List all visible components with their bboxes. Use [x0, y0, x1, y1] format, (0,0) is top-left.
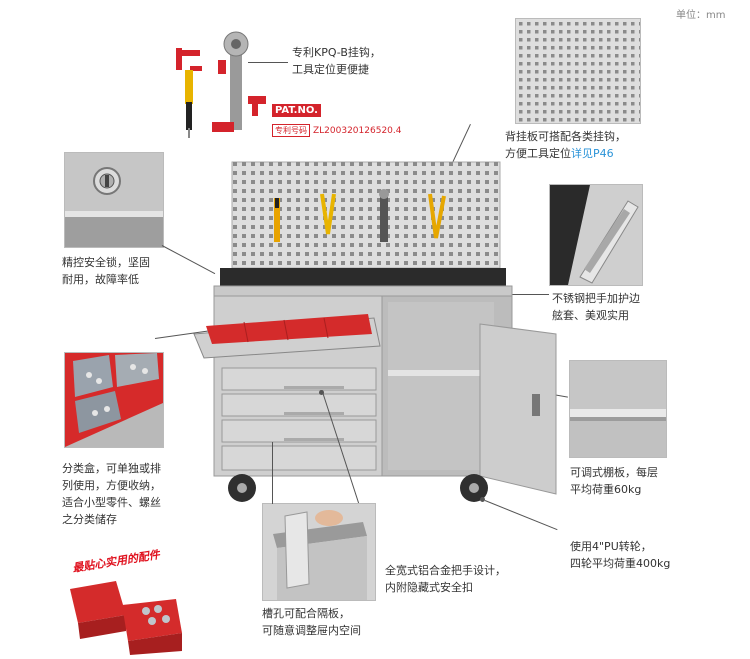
pegboard-callout: 背挂板可搭配各类挂钩， 方便工具定位详见P46: [505, 128, 626, 162]
divider-image: [262, 503, 376, 601]
divider-callout-line-1: 槽孔可配合隔板，: [262, 607, 350, 620]
hook-callout-line-1: 专利KPQ-B挂钩，: [292, 46, 381, 59]
unit-label: 单位：mm: [676, 10, 726, 21]
pegboard-image: [515, 18, 641, 124]
wheel-callout: 使用4"PU转轮， 四轮平均荷重400kg: [570, 538, 670, 572]
tool-cart-image: [184, 158, 564, 508]
pegboard-callout-line-2: 方便工具定位: [505, 147, 571, 160]
shelf-callout-line-1: 可调式棚板，每层: [570, 466, 658, 479]
handle-callout-line-1: 不锈钢把手加护边: [552, 292, 640, 305]
hook-callout-line-2: 工具定位更便捷: [292, 63, 369, 76]
shelf-callout-line-2: 平均荷重60kg: [570, 483, 642, 496]
bins-callout-line-1: 分类盒，可单独或排: [62, 462, 161, 475]
accessories-title: 最贴心实用的配件: [71, 548, 161, 575]
divider-callout: 槽孔可配合隔板， 可随意调整屉内空间: [262, 605, 361, 639]
drawer-handle-callout: 全宽式铝合金把手设计， 内附隐藏式安全扣: [385, 562, 506, 596]
hook-leader: [248, 62, 288, 63]
bins-callout-line-4: 之分类储存: [62, 513, 117, 526]
bins-image: [64, 352, 164, 448]
drawer-handle-callout-line-1: 全宽式铝合金把手设计，: [385, 564, 506, 577]
drawer-handle-leader-dot: [319, 390, 324, 395]
bins-callout-line-2: 列使用，方便收纳，: [62, 479, 161, 492]
wheel-callout-line-2: 四轮平均荷重400kg: [570, 557, 671, 570]
bins-callout: 分类盒，可单独或排 列使用，方便收纳， 适合小型零件、螺丝 之分类储存: [62, 460, 161, 528]
accessories-image: [66, 575, 186, 655]
pegboard-callout-line-1: 背挂板可搭配各类挂钩，: [505, 130, 626, 143]
wheel-leader-dot: [480, 497, 485, 502]
hook-image: [168, 30, 280, 142]
patent-label: PAT.NO.: [272, 104, 321, 117]
lock-callout-line-2: 耐用，故障率低: [62, 273, 139, 286]
patent-number: ZL200320126520.4: [313, 126, 402, 136]
pegboard-reference-link[interactable]: 详见P46: [571, 147, 614, 160]
shelf-image: [569, 360, 667, 458]
patent-cn-label: 专利号码: [272, 124, 310, 137]
handle-callout: 不锈钢把手加护边 舷套、美观实用: [552, 290, 640, 324]
handle-image: [549, 184, 643, 286]
divider-leader: [272, 442, 273, 504]
shelf-callout: 可调式棚板，每层 平均荷重60kg: [570, 464, 658, 498]
wheel-callout-line-1: 使用4"PU转轮，: [570, 540, 652, 553]
lock-callout: 精控安全锁，坚固 耐用，故障率低: [62, 254, 150, 288]
lock-callout-line-1: 精控安全锁，坚固: [62, 256, 150, 269]
divider-callout-line-2: 可随意调整屉内空间: [262, 624, 361, 637]
bins-callout-line-3: 适合小型零件、螺丝: [62, 496, 161, 509]
lock-image: [64, 152, 164, 248]
handle-callout-line-2: 舷套、美观实用: [552, 309, 629, 322]
handle-leader: [505, 294, 549, 295]
drawer-handle-callout-line-2: 内附隐藏式安全扣: [385, 581, 473, 594]
hook-callout: 专利KPQ-B挂钩， 工具定位更便捷: [292, 44, 381, 78]
